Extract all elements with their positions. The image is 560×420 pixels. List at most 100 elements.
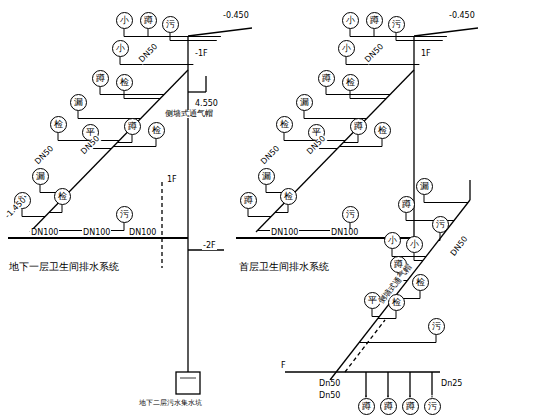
drawing-note: Dn50: [318, 392, 341, 400]
fixture-symbol: 小: [112, 40, 129, 57]
vent-pipe: [188, 91, 206, 92]
fixture-code: 小: [388, 236, 397, 245]
branch-pipe: [350, 91, 386, 99]
drawing-note: -0.450: [448, 12, 476, 20]
drawing-note: DN100: [128, 229, 157, 237]
fixture-code: 检: [120, 78, 129, 87]
fixture-symbol: 漏: [32, 168, 49, 185]
fixture-symbol: 蹲: [140, 12, 157, 29]
fixture-code: 污: [166, 20, 175, 29]
drawing-note: DN50: [33, 144, 56, 167]
branch-pipe: [365, 372, 366, 397]
fixture-code: 污: [392, 20, 401, 29]
drawing-note: -0.450: [222, 12, 250, 20]
top-pipe: [414, 28, 478, 36]
fixture-code: 小: [410, 240, 419, 249]
fixture-code: 平: [86, 128, 95, 137]
fixture-code: 漏: [300, 98, 309, 107]
fixture-symbol: 检: [116, 74, 133, 91]
drawing-note: DN50: [259, 144, 282, 167]
fixture-code: 蹲: [96, 74, 105, 83]
fixture-symbol: 小: [116, 12, 133, 29]
fixture-code: 蹲: [394, 260, 403, 269]
drawing-note: 1F: [166, 176, 178, 184]
fixture-code: 小: [342, 44, 351, 53]
branch-pipe: [439, 233, 441, 241]
fixture-code: 蹲: [128, 122, 137, 131]
fixture-code: 污: [432, 322, 441, 331]
branch-pipe: [409, 372, 410, 397]
fixture-code: 检: [54, 120, 63, 129]
fixture-code: 蹲: [322, 74, 331, 83]
fixture-symbol: 小: [338, 40, 355, 57]
fixture-symbol: 蹲: [92, 70, 109, 87]
branch-pipe: [378, 311, 396, 319]
sump-water: [180, 378, 196, 379]
bottom-pipe: [8, 237, 188, 239]
fixture-symbol: 检: [148, 122, 165, 139]
fixture-code: 漏: [420, 182, 429, 191]
fixture-symbol: 蹲: [380, 398, 397, 415]
branch-pipe: [124, 91, 160, 99]
drawing-note: DN100: [82, 229, 111, 237]
drawing-note: -1F: [194, 50, 209, 58]
branch-pipe: [275, 205, 288, 213]
fixture-symbol: 小: [384, 232, 401, 249]
fixture-code: 蹲: [354, 122, 363, 131]
branch-pipe: [424, 195, 468, 203]
drawing-note: F: [280, 362, 287, 370]
drawing-note: -2F: [202, 242, 217, 250]
fixture-symbol: 漏: [416, 178, 433, 195]
fixture-symbol: 检: [374, 122, 391, 139]
fixture-symbol: 小: [342, 12, 359, 29]
fixture-symbol: 污: [432, 216, 449, 233]
drawing-note: 侧墙式通气帽: [164, 110, 214, 118]
vent-pipe: [469, 180, 470, 200]
branch-pipe: [343, 135, 358, 143]
fixture-code: 蹲: [244, 196, 253, 205]
fixture-symbol: 蹲: [318, 70, 335, 87]
drawing-note: Dn25: [440, 380, 463, 388]
fixture-symbol: 漏: [70, 94, 87, 111]
riser-pipe: [187, 36, 188, 372]
fixture-symbol: 污: [388, 16, 405, 33]
fixture-code: 检: [284, 192, 293, 201]
fixture-code: 小: [346, 16, 355, 25]
fixture-symbol: 漏: [296, 94, 313, 111]
fixture-code: 检: [280, 120, 289, 129]
fixture-symbol: 检: [412, 274, 429, 291]
branch-pipe: [120, 57, 193, 65]
branch-pipe: [374, 29, 447, 37]
fixture-symbol: 蹲: [358, 398, 375, 415]
branch-pipe: [248, 209, 271, 217]
sump-pit: [176, 372, 200, 394]
fixture-code: 漏: [74, 98, 83, 107]
fixture-code: 检: [416, 278, 425, 287]
top-pipe: [188, 28, 252, 36]
main-pipe: [256, 70, 414, 232]
fixture-code: 污: [120, 210, 129, 219]
vent-pipe: [161, 182, 162, 268]
fixture-symbol: 漏: [258, 168, 275, 185]
branch-pipe: [346, 57, 419, 65]
fixture-symbol: 检: [54, 188, 71, 205]
drawing-note: DN50: [449, 234, 470, 258]
fixture-symbol: 蹲: [366, 12, 383, 29]
drawing-note: Dn50: [318, 380, 341, 388]
fixture-symbol: 污: [342, 206, 359, 223]
branch-pipe: [326, 87, 390, 95]
fixture-code: 漏: [36, 172, 45, 181]
drawing-note: 首层卫生间排水系统: [238, 262, 330, 272]
fixture-code: 检: [346, 78, 355, 87]
fixture-code: 污: [436, 220, 445, 229]
vent-pipe: [205, 76, 206, 92]
fixture-symbol: 检: [342, 74, 359, 91]
fixture-code: 小: [120, 16, 129, 25]
drawing-note: DN50: [363, 42, 386, 65]
fixture-code: 小: [116, 44, 125, 53]
drawing-note: 地下一层卫生间排水系统: [8, 262, 120, 272]
fixture-code: 蹲: [384, 402, 393, 411]
